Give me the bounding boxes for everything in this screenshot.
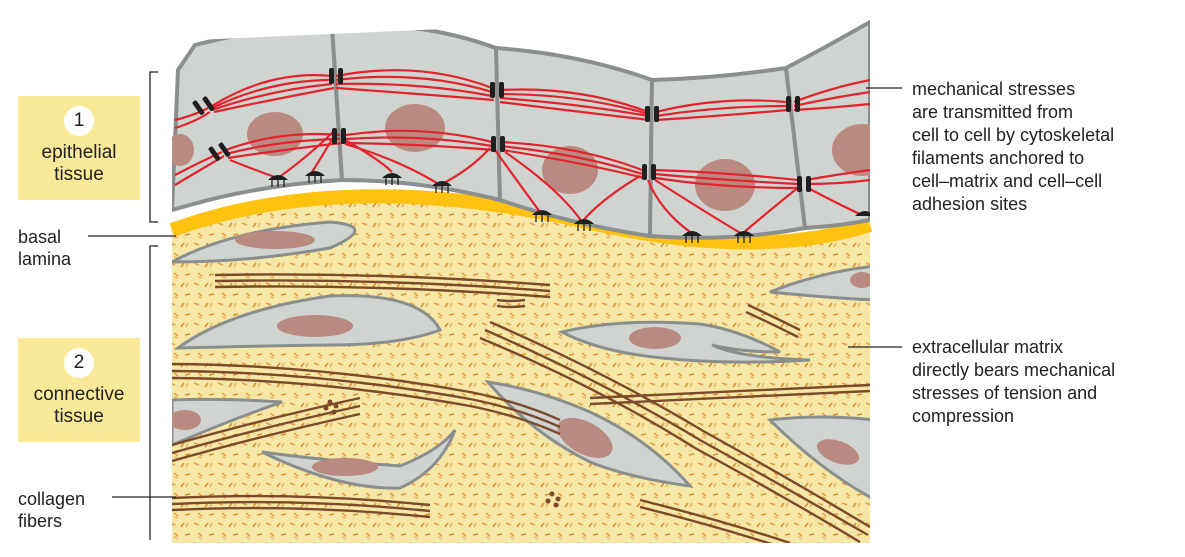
fibroblast <box>172 220 357 264</box>
label-box-epithelial: 1 epithelial tissue <box>18 96 140 200</box>
label-line: adhesion sites <box>912 194 1028 214</box>
basal-lamina-label: basal lamina <box>18 226 71 270</box>
label-line: collagen <box>18 489 86 509</box>
nucleus <box>172 134 194 166</box>
label-line: mechanical stresses <box>912 79 1076 99</box>
number-badge: 1 <box>64 106 94 136</box>
label-box-connective: 2 connective tissue <box>18 338 140 442</box>
label-line: basal <box>18 227 62 247</box>
epithelial-bracket <box>149 71 158 223</box>
fibroblast <box>173 294 443 350</box>
cell-cell-junctions <box>192 68 811 192</box>
nucleus <box>247 112 303 156</box>
epithelial-cell <box>647 65 808 240</box>
connective-bracket <box>149 245 158 540</box>
label-line: directly bears mechanical <box>912 360 1116 380</box>
box-label-line: tissue <box>54 164 104 185</box>
box-label-line: epithelial <box>41 142 117 163</box>
label-line: cell to cell by cytoskeletal <box>912 125 1115 145</box>
cytoskeletal-filaments <box>174 69 870 235</box>
fibroblast <box>261 429 457 490</box>
label-line: compression <box>912 406 1015 426</box>
epithelial-layer <box>172 18 870 243</box>
fibroblast <box>766 415 870 503</box>
collagen-fiber-bundle <box>172 273 870 543</box>
extracellular-matrix-annotation: extracellular matrix directly bears mech… <box>912 336 1115 428</box>
fibroblast <box>484 379 694 489</box>
extracellular-matrix <box>172 196 870 543</box>
box-label-line: tissue <box>54 406 104 427</box>
fibroblast <box>769 264 870 302</box>
label-line: fibers <box>18 511 63 531</box>
label-line: extracellular matrix <box>912 337 1064 357</box>
fibroblast <box>172 397 283 448</box>
label-line: filaments anchored to <box>912 148 1085 168</box>
nucleus <box>832 124 870 176</box>
epithelial-cell <box>493 45 655 239</box>
label-line: lamina <box>18 249 72 269</box>
mechanical-stresses-annotation: mechanical stresses are transmitted from… <box>912 78 1114 216</box>
number-badge: 2 <box>64 348 94 378</box>
nucleus <box>385 104 445 152</box>
fibroblast <box>557 320 811 364</box>
label-line: stresses of tension and <box>912 383 1098 403</box>
box-label-line: connective <box>33 384 125 405</box>
collagen-fibers-label: collagen fibers <box>18 488 85 532</box>
label-line: cell–matrix and cell–cell <box>912 171 1103 191</box>
label-line: are transmitted from <box>912 102 1074 122</box>
cell-matrix-junctions <box>268 171 870 236</box>
